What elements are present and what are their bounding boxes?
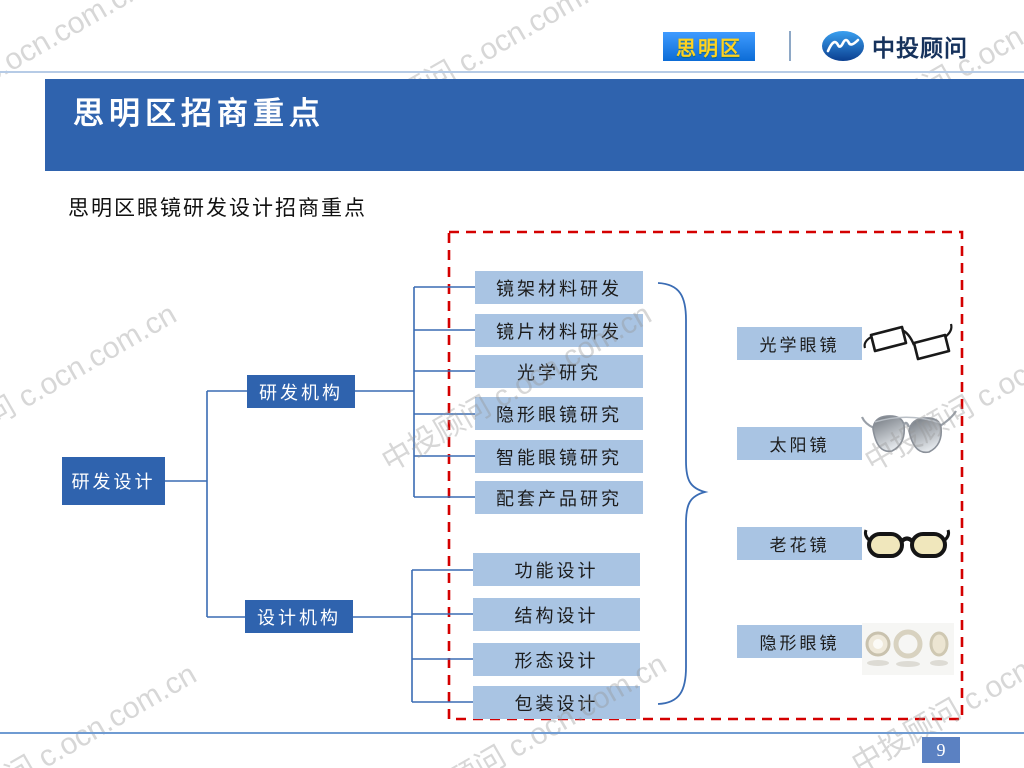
node-design-item: 结构设计 xyxy=(473,598,640,631)
node-rd-org: 研发机构 xyxy=(247,375,355,408)
node-research-item: 配套产品研究 xyxy=(475,481,643,514)
node-design-org: 设计机构 xyxy=(245,600,353,633)
node-research-item: 隐形眼镜研究 xyxy=(475,397,643,430)
product-contact-lenses: 隐形眼镜 xyxy=(737,625,862,658)
watermark: 中投顾问 c.ocn.com.cn xyxy=(0,657,203,768)
product-sunglasses: 太阳镜 xyxy=(737,427,862,460)
header-rule xyxy=(0,71,1024,73)
node-research-item: 光学研究 xyxy=(475,355,643,388)
page-title: 思明区招商重点 xyxy=(73,96,325,131)
product-optical-glasses: 光学眼镜 xyxy=(737,327,862,360)
node-research-item: 智能眼镜研究 xyxy=(475,440,643,473)
logo-divider xyxy=(789,31,791,61)
slide-subtitle: 思明区眼镜研发设计招商重点 xyxy=(68,196,367,220)
node-design-item: 形态设计 xyxy=(473,643,640,676)
contact-lenses-icon xyxy=(862,623,954,675)
node-design-item: 功能设计 xyxy=(473,553,640,586)
node-research-item: 镜架材料研发 xyxy=(475,271,643,304)
siming-district-badge: 思明区 xyxy=(663,32,755,61)
footer-rule xyxy=(0,732,1024,734)
sunglasses-icon xyxy=(860,410,957,454)
optical-glasses-icon xyxy=(863,323,953,361)
brace xyxy=(657,282,709,705)
page-number-badge: 9 xyxy=(922,737,960,763)
brand-logo: 中投顾问 xyxy=(821,29,968,63)
title-bar: 思明区招商重点 xyxy=(45,79,1024,171)
product-reading-glasses: 老花镜 xyxy=(737,527,862,560)
node-design-item: 包装设计 xyxy=(473,686,640,719)
reading-glasses-icon xyxy=(863,529,951,558)
node-rd-design: 研发设计 xyxy=(62,457,165,505)
brand-name: 中投顾问 xyxy=(872,35,968,61)
watermark: 中投顾问 c.ocn.com.cn xyxy=(0,297,183,479)
node-research-item: 镜片材料研发 xyxy=(475,314,643,347)
zhongtou-logo-icon xyxy=(822,31,864,61)
